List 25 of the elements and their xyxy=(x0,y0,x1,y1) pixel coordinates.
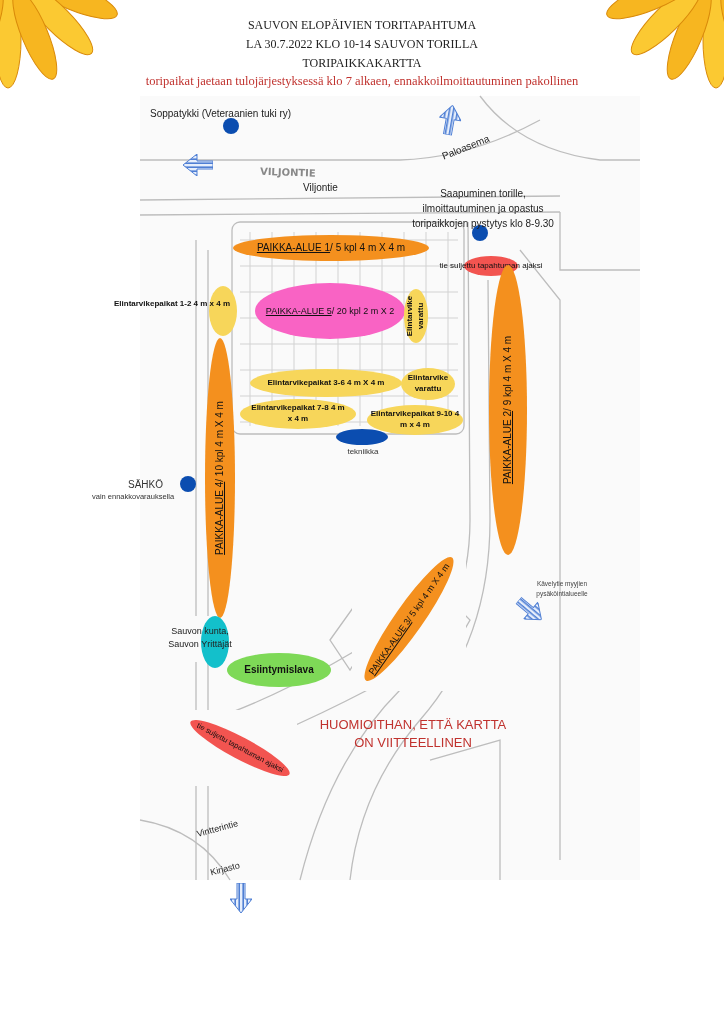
area-label: Elintarvikepaikat 3-6 4 m X 4 m xyxy=(267,377,385,389)
direction-label: Kirjasto xyxy=(209,859,242,880)
disclaimer-text: HUOMIOITHAN, ETTÄ KARTTA ON VIITTEELLINEN xyxy=(318,716,508,752)
area-label: Esiintymislava xyxy=(244,663,314,677)
street-name: Vintterintie xyxy=(195,817,241,841)
area-label: Elintarvikepaikat 7-8 4 m x 4 m xyxy=(250,403,346,425)
place-label: Elintarvikepaikat 1-2 4 m x 4 m xyxy=(112,298,232,310)
place-label: Soppatykki (Veteraanien tuki ry) xyxy=(150,107,293,121)
area-label: Elintarvikepaikat 9-10 4 m x 4 m xyxy=(369,409,461,431)
area-size: / 10 kpl 4 m X 4 m xyxy=(215,401,225,482)
place-label: SÄHKÖ xyxy=(128,478,164,492)
area-size: / 20 kpl 2 m X 2 xyxy=(331,306,395,316)
street-name: Viljontie xyxy=(303,181,339,195)
title-line: TORIPAIKKAKARTTA xyxy=(301,55,423,72)
title-line: LA 30.7.2022 KLO 10-14 SAUVON TORILLA xyxy=(245,36,479,53)
area-label: Elintarvike varattu xyxy=(406,373,450,395)
street-name: VILJONTIE xyxy=(259,164,317,181)
place-label: Saapuminen torille, ilmoittautuminen ja opastus toripaikkojen pystytys klo 8-9.30 xyxy=(411,187,555,231)
notice-text: toripaikat jaetaan tulojärjestyksessä klo 7 alkaen, ennakkoilmoittautuminen pakollinen xyxy=(144,73,580,90)
area-size: / 5 kpl 4 m X 4 m xyxy=(330,243,406,253)
area-size: / 9 kpl 4 m X 4 m xyxy=(503,335,513,411)
title-text: SAUVON ELOPÄIVIEN TORITAPAHTUMA xyxy=(246,17,478,34)
area-label: Elintarvike varattu xyxy=(405,294,426,339)
place-label: tekniikka xyxy=(346,446,380,458)
area-name: PAIKKA-ALUE 5 xyxy=(265,306,332,316)
